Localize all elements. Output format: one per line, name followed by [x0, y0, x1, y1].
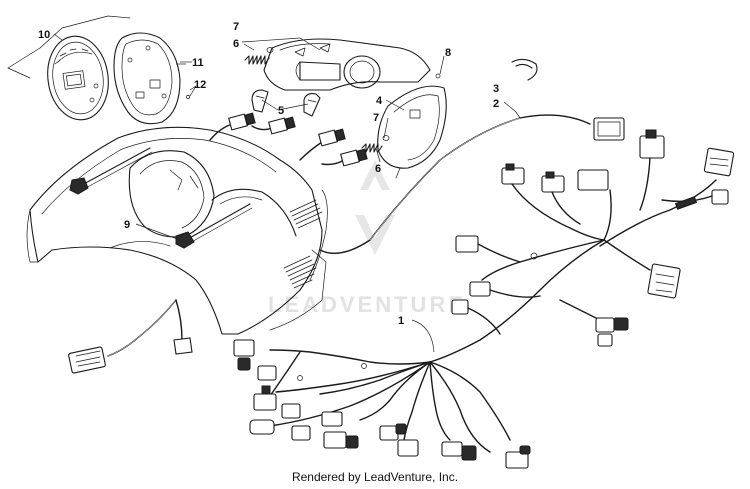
snap-ring[interactable] [511, 58, 538, 81]
callout-11[interactable]: 11 [192, 57, 204, 69]
callout-7-upper[interactable]: 7 [233, 21, 239, 33]
instrument-cluster[interactable] [7, 15, 131, 124]
callout-6-upper[interactable]: 6 [233, 38, 239, 50]
callout-10[interactable]: 10 [38, 29, 50, 41]
dash-harness-branch[interactable] [68, 299, 193, 374]
headlight-bracket[interactable] [263, 38, 431, 91]
callout-6-lower[interactable]: 6 [375, 163, 381, 175]
bolt-9-upper[interactable] [69, 147, 153, 195]
watermark-text: LEADVENTURE [268, 292, 466, 317]
callout-2[interactable]: 2 [493, 98, 499, 110]
screw-8[interactable] [435, 73, 441, 79]
callout-1[interactable]: 1 [398, 315, 404, 327]
headlight-harness-left[interactable] [209, 112, 296, 141]
bulb-boot-right[interactable] [303, 93, 321, 117]
callout-3[interactable]: 3 [493, 83, 499, 95]
headlight-harness-right[interactable] [299, 128, 368, 167]
screw-12[interactable] [186, 95, 190, 99]
callout-7-lower[interactable]: 7 [373, 112, 379, 124]
bolt-9-lower[interactable] [175, 203, 253, 249]
callout-12[interactable]: 12 [194, 79, 206, 91]
callout-labels: 10 11 12 7 6 5 4 7 6 8 3 2 9 1 [38, 21, 499, 327]
headlight-assembly[interactable] [377, 73, 447, 179]
callout-4[interactable]: 4 [376, 95, 383, 107]
callout-9[interactable]: 9 [124, 219, 130, 231]
spring-7-upper[interactable] [244, 47, 274, 65]
bulb-boot-left[interactable] [251, 89, 269, 113]
watermark-logo: LEADVENTURE [268, 160, 466, 317]
callout-leaders [53, 33, 521, 353]
spring-7-lower[interactable] [361, 135, 390, 153]
cluster-housing[interactable] [113, 32, 181, 125]
render-credit: Rendered by LeadVenture, Inc. [291, 470, 459, 484]
main-wiring-harness[interactable] [233, 114, 735, 469]
callout-5[interactable]: 5 [278, 105, 284, 117]
callout-8[interactable]: 8 [445, 47, 451, 59]
